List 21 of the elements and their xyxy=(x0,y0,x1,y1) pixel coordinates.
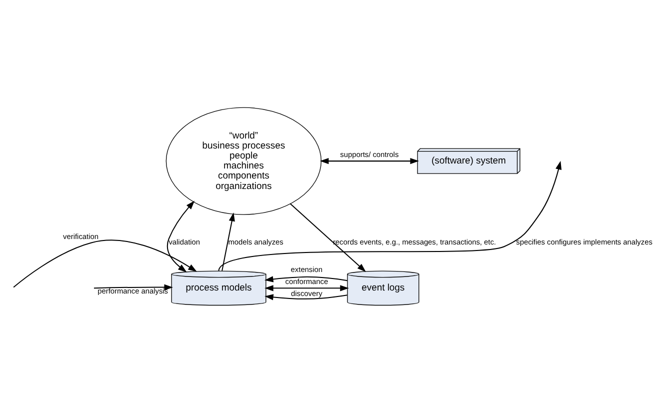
edge-label: conformance xyxy=(285,276,328,286)
edge-label: validation xyxy=(168,237,200,246)
arrow xyxy=(166,200,195,272)
arrow xyxy=(222,212,235,270)
arrow xyxy=(320,158,419,164)
edge-label: models analyzes xyxy=(228,237,284,246)
arrow xyxy=(13,239,197,288)
edge-label: extension xyxy=(290,264,323,274)
node-ellipse: “world” business processes people machines components organizations xyxy=(166,106,322,214)
edge-label: supports/ controls xyxy=(340,149,399,158)
edge-label: records events, e.g., messages, transactions, etc. xyxy=(332,237,496,246)
edge-label: verification xyxy=(63,232,98,241)
edge-label: discovery xyxy=(291,288,322,298)
arrow xyxy=(264,276,348,282)
arrow xyxy=(94,284,173,290)
arrow xyxy=(264,284,349,291)
arrow xyxy=(264,294,348,300)
edge-label: specifies configures implements analyzes xyxy=(516,237,652,246)
arrow xyxy=(290,202,366,272)
edge-label: performance analysis xyxy=(98,286,168,295)
arrow xyxy=(218,160,562,271)
